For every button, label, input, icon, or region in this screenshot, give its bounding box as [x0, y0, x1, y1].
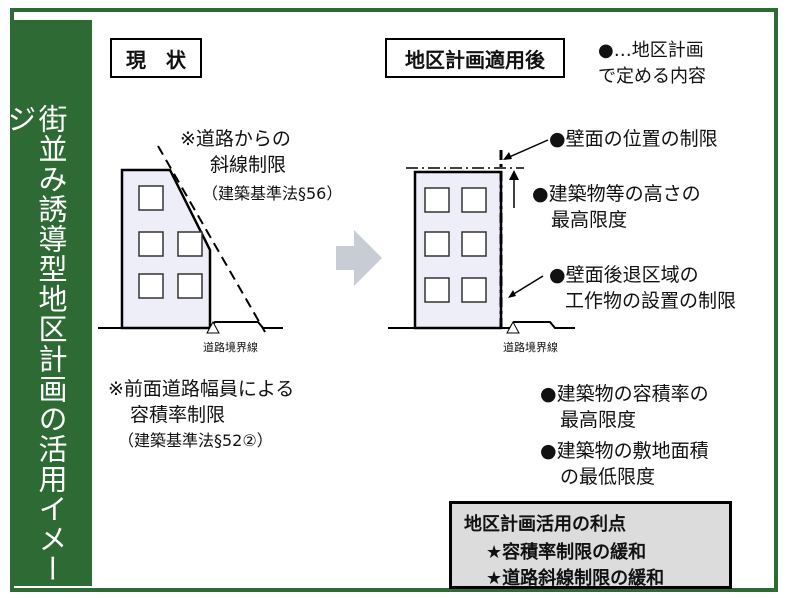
window [138, 231, 164, 257]
window [461, 231, 487, 257]
item-lot-area-line2: の最低限度 [560, 466, 656, 488]
item-height-line2: 最高限度 [551, 209, 628, 231]
leader-line-setback [511, 275, 544, 296]
merits-box: 地区計画活用の利点 ★容積率制限の緩和 ★道路斜線制限の緩和 [449, 501, 732, 589]
after-boundary-label: 道路境界線 [503, 341, 558, 354]
item-far-line1: ●建築物の容積率の [540, 383, 709, 405]
window [177, 273, 203, 299]
current-header: 現 状 [110, 38, 202, 78]
leader-arrowhead [508, 290, 516, 298]
window [424, 187, 450, 213]
road-setback-line [157, 145, 266, 333]
item-far-line2: 最高限度 [560, 409, 637, 431]
after-ground-line [388, 321, 575, 329]
note1-line2: 斜線制限 [210, 154, 287, 176]
leader-line-wall [506, 139, 549, 159]
item-wall-position: ●壁面の位置の制限 [549, 128, 718, 150]
window [424, 231, 450, 257]
window [177, 231, 203, 257]
note2-line3: （建築基準法§52②） [118, 431, 273, 450]
legend-line2: で定める内容 [598, 66, 706, 87]
item-lot-area-line1: ●建築物の敷地面積 [540, 440, 709, 462]
leader-arrowhead [503, 152, 512, 160]
merit-far: ★容積率制限の緩和 [486, 542, 647, 563]
current-ground-line [98, 321, 283, 329]
note1-line3: （建築基準法§56） [202, 184, 343, 203]
merit-road-setback: ★道路斜線制限の緩和 [486, 568, 665, 589]
boundary-marker [206, 320, 220, 334]
legend-line1: ●…地区計画 [598, 40, 704, 61]
height-arrowhead [509, 170, 519, 180]
window [461, 277, 487, 303]
window [424, 277, 450, 303]
item-setback-line1: ●壁面後退区域の [549, 264, 699, 286]
window [461, 187, 487, 213]
current-boundary-label: 道路境界線 [203, 341, 258, 354]
note2-line2: 容積率制限 [130, 404, 226, 426]
item-setback-line2: 工作物の設置の制限 [565, 290, 737, 312]
note2-line1: ※前面道路幅員による [108, 378, 295, 400]
window [138, 185, 164, 211]
side-title-bar: 街並み誘導型地区計画の活用イメージ [3, 20, 92, 586]
item-height-line1: ●建築物等の高さの [532, 183, 701, 205]
after-header: 地区計画適用後 [385, 38, 565, 78]
side-title: 街並み誘導型地区計画の活用イメージ [3, 104, 68, 584]
note1-line1: ※道路からの [180, 128, 291, 150]
boundary-marker [506, 320, 520, 334]
transition-arrow [336, 230, 382, 286]
window [138, 273, 164, 299]
merits-title: 地区計画活用の利点 [464, 514, 626, 535]
